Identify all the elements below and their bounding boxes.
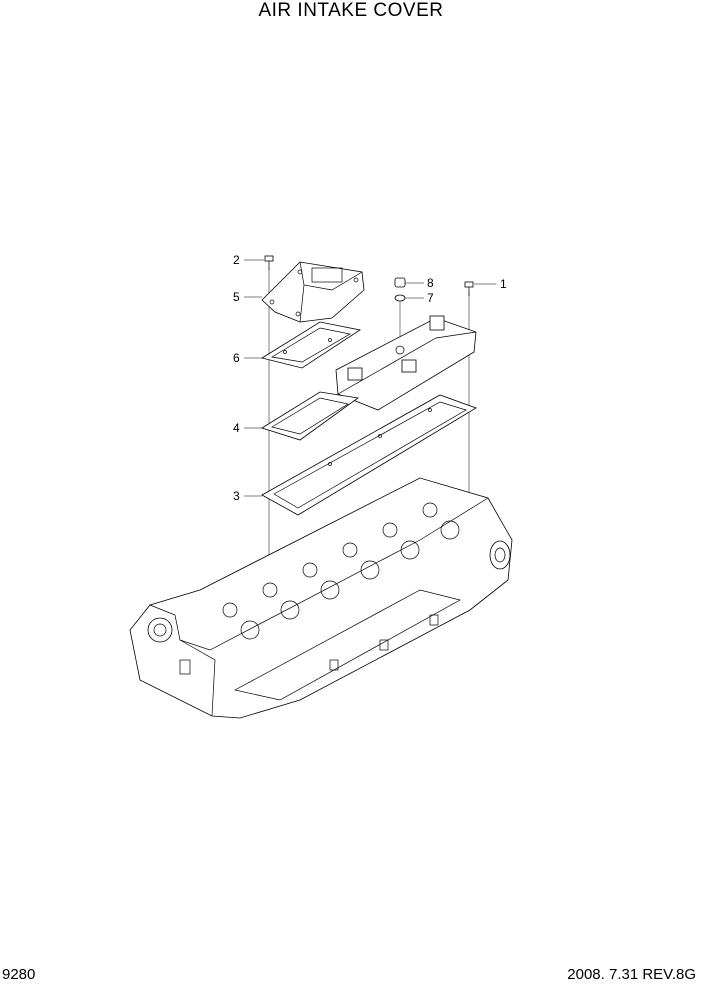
gasket-6-part [260,321,362,369]
callout-2: 2 [233,253,240,267]
callout-4: 4 [233,421,240,435]
o-ring-7-part [394,294,406,302]
callout-8: 8 [427,276,434,290]
page-title: AIR INTAKE COVER [258,0,444,21]
gasket-3-part [261,394,477,516]
page-number: 9280 [2,966,36,983]
gasket-4-part [261,391,360,441]
bolt-1-part [464,281,474,296]
plug-8-part [394,277,406,288]
callout-7: 7 [427,291,434,305]
intake-cover-5-part [261,261,365,323]
bolt-2-part [264,255,274,270]
rocker-cover-part [335,315,477,411]
cylinder-head-part [129,477,513,719]
callout-1: 1 [500,277,507,291]
callout-5: 5 [233,290,240,304]
callout-6: 6 [233,351,240,365]
revision-date: 2008. 7.31 REV.8G [567,966,696,983]
callout-3: 3 [233,489,240,503]
